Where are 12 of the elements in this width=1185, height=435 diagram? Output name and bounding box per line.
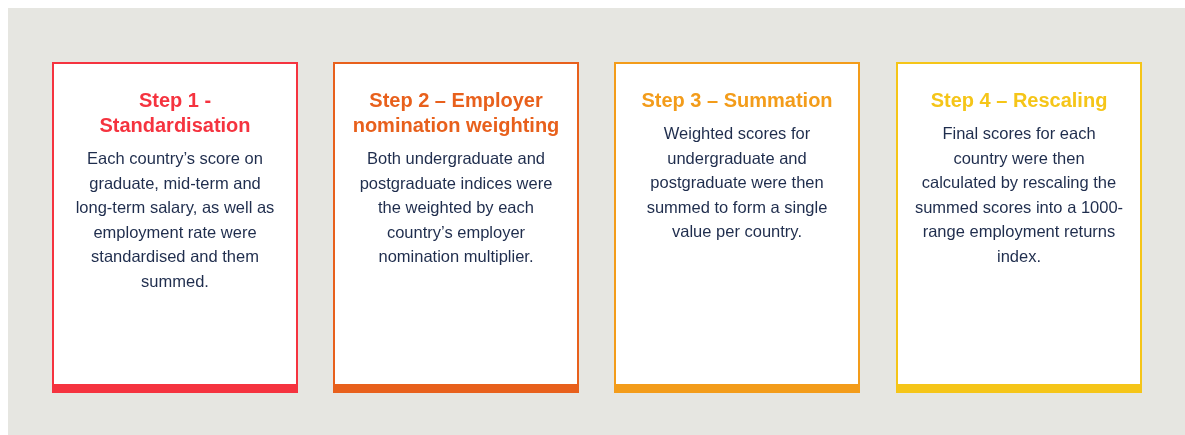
step-title: Step 1 - Standardisation: [98, 88, 252, 138]
step-card: [614, 62, 860, 393]
step-description: Weighted scores for undergraduate and postgraduate were then summed to form a single value per country.: [645, 123, 829, 242]
step-title: Step 2 – Employer nomination weighting: [351, 88, 561, 138]
step-title: Step 4 – Rescaling: [929, 88, 1109, 113]
step-card: [52, 62, 298, 393]
step-description: Final scores for each country were then calculated by rescaling the summed scores into a 1000-range employment returns index.: [914, 123, 1124, 267]
step-card: [896, 62, 1142, 393]
step-title: Step 3 – Summation: [640, 88, 834, 113]
step-description: Each country’s score on graduate, mid-term and long-term salary, as well as employment rate were standardised and them summed.: [74, 148, 276, 292]
step-card: [333, 62, 579, 393]
step-description: Both undergraduate and postgraduate indices were the weighted by each country’s employer nomination multiplier.: [358, 148, 554, 267]
